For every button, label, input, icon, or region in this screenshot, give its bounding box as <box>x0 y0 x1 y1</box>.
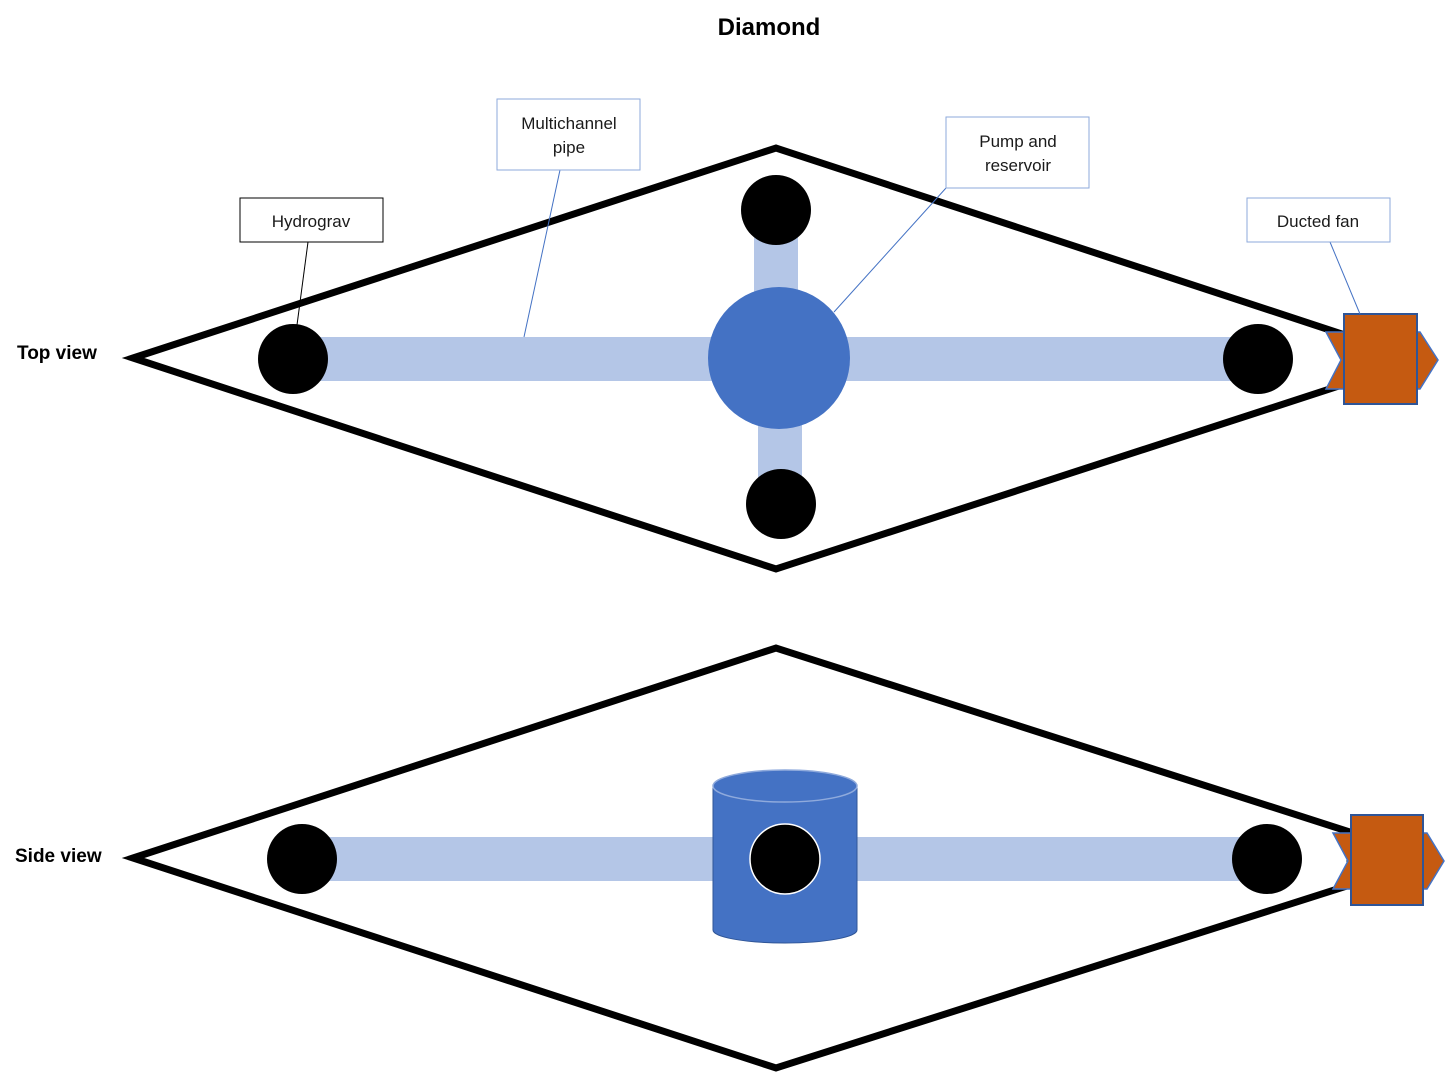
pump-callout-line1: Pump and <box>979 132 1057 151</box>
top-view: Top view Hydrograv <box>17 98 1439 573</box>
hydrograv-icon <box>258 324 328 394</box>
multichannel-pipe-callout: Multichannel pipe <box>496 98 641 171</box>
pump-callout-line2: reservoir <box>985 156 1051 175</box>
pump-leader <box>833 187 947 313</box>
hydrograv-icon <box>741 175 811 245</box>
hydrograv-leader <box>296 241 309 326</box>
multichannel-callout-line2: pipe <box>553 138 585 157</box>
multichannel-callout-line1: Multichannel <box>521 114 616 133</box>
ducted-fan-icon <box>1331 814 1445 906</box>
pump-reservoir-callout: Pump and reservoir <box>945 116 1090 189</box>
multichannel-leader <box>523 169 561 338</box>
ducted-fan-leader <box>1329 241 1361 315</box>
top-view-label: Top view <box>17 343 97 364</box>
ducted-fan-callout-text: Ducted fan <box>1277 212 1359 231</box>
hydrograv-icon <box>746 469 816 539</box>
diagram-title: Diamond <box>718 14 821 41</box>
hydrograv-callout: Hydrograv <box>239 197 384 243</box>
side-view-label: Side view <box>15 846 102 867</box>
pump-reservoir-icon <box>708 287 850 429</box>
hydrograv-icon <box>1232 824 1302 894</box>
hydrograv-icon <box>749 823 821 895</box>
hydrograv-icon <box>1223 324 1293 394</box>
ducted-fan-callout: Ducted fan <box>1246 197 1391 243</box>
ducted-fan-icon <box>1324 313 1439 405</box>
side-view: Side view <box>15 644 1445 1072</box>
hydrograv-callout-text: Hydrograv <box>272 212 351 231</box>
hydrograv-icon <box>267 824 337 894</box>
